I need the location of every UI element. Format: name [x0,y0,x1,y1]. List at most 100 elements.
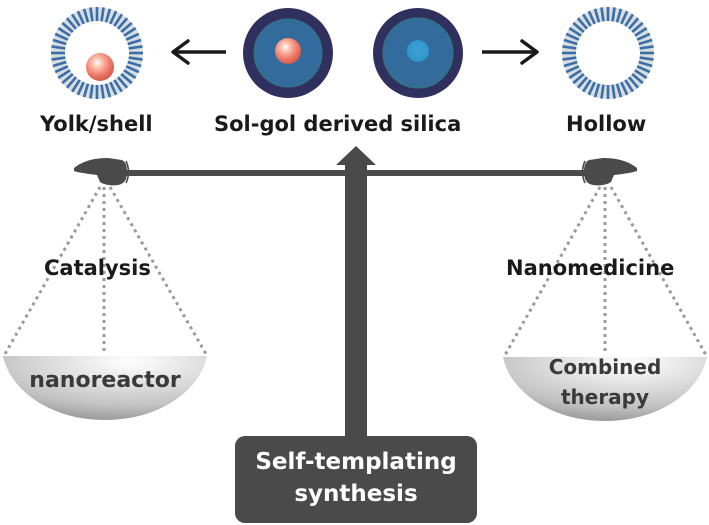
shell-pore-stripe [611,84,616,99]
shell-pore-stripe [116,76,129,89]
hollow-label: Hollow [566,112,647,136]
pointing-hand-right-icon [581,158,637,186]
shell-pore-stripe [82,83,90,98]
yolk-shell-label: Yolk/shell [40,112,153,136]
shell-pore-stripe [624,79,634,93]
catalysis-label: Catalysis [44,256,151,280]
shell-pore-stripe [127,60,142,68]
shell-pore-stripe [52,38,67,46]
shell-pore-stripe [562,56,577,61]
yolk-core [86,53,114,81]
shell-pore-stripe [51,45,66,50]
shell-pore-stripe [52,60,67,68]
mesoporous-shell-stripes [562,7,654,99]
shell-pore-stripe [576,17,589,30]
shell-pore-stripe [51,56,66,61]
nanoreactor-label: nanoreactor [29,368,181,393]
shell-pore-stripe [631,21,644,34]
shell-pore-stripe [600,7,605,22]
shell-pore-stripe [611,7,616,22]
nanomedicine-label: Nanomedicine [506,256,675,280]
shell-pore-stripe [631,72,644,85]
shell-pore-stripe [71,13,81,27]
shell-pore-stripe [587,81,596,96]
right-scale-pan [503,357,707,421]
shell-pore-stripe [600,84,605,99]
shell-pore-stripe [128,45,143,50]
shell-pore-stripe [634,69,648,79]
shell-pore-stripe [61,21,74,34]
shell-pore-stripe [120,72,133,85]
shell-pore-stripe [624,13,634,27]
hollow-particle [562,7,654,99]
shell-pore-stripe [576,76,589,89]
self-templating-line2: synthesis [294,481,418,507]
shell-pore-stripe [125,32,140,41]
shell-pore-stripe [116,17,129,30]
shell-pore-stripe [636,65,651,74]
shell-pore-stripe [65,76,78,89]
shell-pore-stripe [100,7,105,22]
shell-pore-stripe [104,83,112,98]
shell-pore-stripe [572,21,585,34]
shell-pore-stripe [123,69,137,79]
shell-pore-stripe [54,65,69,74]
shell-pore-stripe [634,27,648,37]
shell-pore-stripe [113,13,123,27]
shell-pore-stripe [638,38,653,46]
shell-pore-stripe [639,45,654,50]
shell-pore-stripe [572,72,585,85]
shell-pore-stripe [627,76,640,89]
shell-pore-stripe [89,84,94,99]
shell-pore-stripe [100,84,105,99]
central-arrow-post [336,146,376,446]
combined-therapy-label-line1: Combined [548,355,662,379]
shell-pore-stripe [120,21,133,34]
shell-pore-stripe [109,10,118,25]
shell-pore-stripe [54,32,69,41]
right-pan-strings [503,186,708,356]
shell-pore-stripe [65,17,78,30]
shell-pore-stripe [568,27,582,37]
mesoporous-shell-stripes [51,7,143,99]
shell-pore-stripe [615,83,623,98]
silica-coated-template-particle [373,8,463,98]
shell-pore-stripe [615,8,623,23]
shell-pore-stripe [123,27,137,37]
shell-pore-stripe [563,60,578,68]
shell-pore-stripe [587,10,596,25]
yolk-shell-particle [51,7,143,99]
shell-pore-stripe [104,8,112,23]
shell-pore-stripe [76,10,85,25]
shell-pore-stripe [639,56,654,61]
shell-pore-stripe [128,56,143,61]
silica-coated-core-particle [243,8,333,98]
self-templating-box [235,436,477,523]
shell-pore-stripe [565,65,580,74]
shell-pore-stripe [71,79,81,93]
shell-pore-stripe [57,27,71,37]
shell-pore-stripe [593,8,601,23]
shell-pore-stripe [565,32,580,41]
shell-pore-stripe [109,81,118,96]
shell-pore-stripe [582,13,592,27]
self-templating-line1: Self-templating [255,449,457,475]
arrow-right-icon [482,39,539,65]
shell-pore-stripe [593,83,601,98]
sol-gel-silica-label: Sol-gol derived silica [214,112,462,136]
shell-pore-stripe [620,10,629,25]
shell-pore-stripe [638,60,653,68]
shell-pore-stripe [113,79,123,93]
pointing-hand-left-icon [74,158,130,186]
shell-pore-stripe [82,8,90,23]
shell-pore-stripe [636,32,651,41]
shell-pore-stripe [57,69,71,79]
shell-pore-stripe [127,38,142,46]
shell-pore-stripe [568,69,582,79]
shell-pore-stripe [61,72,74,85]
arrow-left-icon [171,39,226,65]
shell-pore-stripe [562,45,577,50]
shell-pore-stripe [620,81,629,96]
combined-therapy-label-line2: therapy [560,385,650,409]
